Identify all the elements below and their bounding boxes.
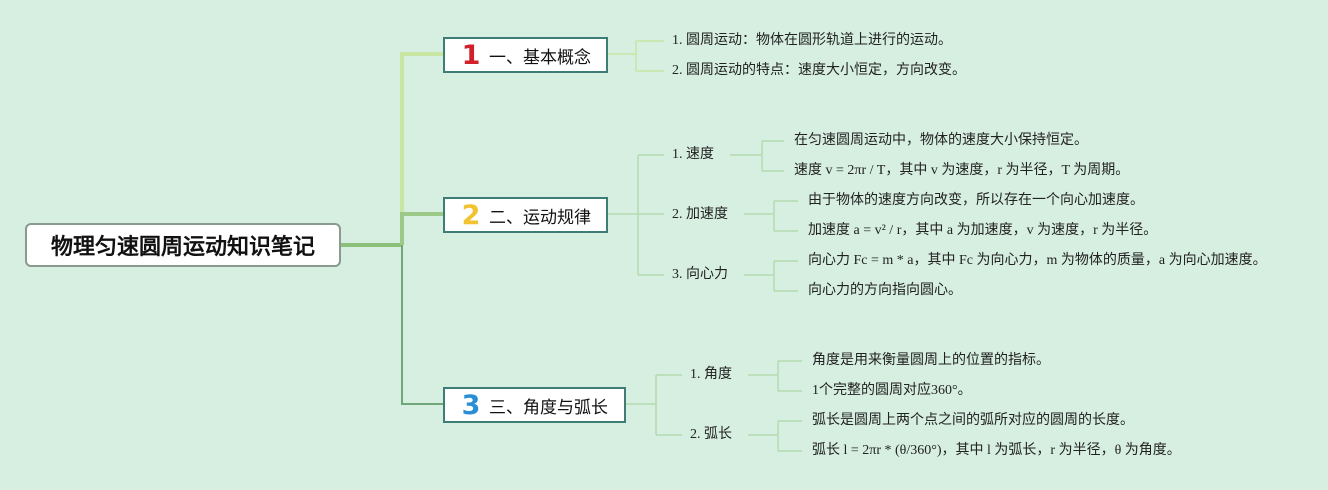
arc-definition-item[interactable]: 弧长是圆周上两个点之间的弧所对应的圆周的长度。 bbox=[812, 413, 1134, 428]
angle-connector bbox=[748, 360, 802, 392]
subtopic-acceleration[interactable]: 2. 加速度 bbox=[672, 207, 728, 222]
speed-formula-item[interactable]: 速度 v = 2πr / T，其中 v 为速度，r 为半径，T 为周期。 bbox=[794, 163, 1130, 178]
number-one-icon: 1 bbox=[461, 39, 481, 71]
branch3-connector bbox=[401, 245, 443, 405]
centripetal-direction-item[interactable]: 向心力的方向指向圆心。 bbox=[808, 283, 962, 298]
subtopic-angle[interactable]: 1. 角度 bbox=[690, 367, 732, 382]
subtopic-arc-length[interactable]: 2. 弧长 bbox=[690, 427, 732, 442]
branch-basic-concepts[interactable]: 1 一、基本概念 bbox=[443, 37, 608, 73]
arc-formula-item[interactable]: 弧长 l = 2πr * (θ/360°)，其中 l 为弧长，r 为半径，θ 为… bbox=[812, 443, 1181, 458]
branch-title: 二、运动规律 bbox=[489, 207, 591, 228]
branch-motion-laws[interactable]: 2 二、运动规律 bbox=[443, 197, 608, 233]
branch2-children-connector bbox=[608, 154, 664, 276]
number-three-icon: 3 bbox=[461, 389, 481, 421]
branch-title: 一、基本概念 bbox=[489, 47, 591, 68]
acceleration-connector bbox=[744, 200, 798, 232]
centripetal-connector bbox=[744, 260, 798, 292]
branch2-connector bbox=[400, 212, 443, 245]
number-two-icon: 2 bbox=[461, 199, 481, 231]
subtopic-centripetal-force[interactable]: 3. 向心力 bbox=[672, 267, 728, 282]
centripetal-formula-item[interactable]: 向心力 Fc = m * a，其中 Fc 为向心力，m 为物体的质量，a 为向心… bbox=[808, 253, 1267, 268]
root-topic[interactable]: 物理匀速圆周运动知识笔记 bbox=[25, 223, 341, 267]
angle-degree-item[interactable]: 1个完整的圆周对应360°。 bbox=[812, 383, 972, 398]
arc-connector bbox=[748, 420, 802, 452]
acceleration-item[interactable]: 由于物体的速度方向改变，所以存在一个向心加速度。 bbox=[808, 193, 1144, 208]
branch3-children-connector bbox=[626, 374, 682, 436]
acceleration-formula-item[interactable]: 加速度 a = v² / r，其中 a 为加速度，v 为速度，r 为半径。 bbox=[808, 223, 1158, 238]
topic-definition[interactable]: 1. 圆周运动：物体在圆形轨道上进行的运动。 bbox=[672, 33, 952, 48]
branch1-children-connector bbox=[608, 40, 664, 72]
speed-item[interactable]: 在匀速圆周运动中，物体的速度大小保持恒定。 bbox=[794, 133, 1088, 148]
branch1-connector bbox=[400, 52, 443, 245]
branch-title: 三、角度与弧长 bbox=[489, 397, 608, 418]
speed-connector bbox=[730, 140, 784, 172]
angle-item[interactable]: 角度是用来衡量圆周上的位置的指标。 bbox=[812, 353, 1050, 368]
subtopic-speed[interactable]: 1. 速度 bbox=[672, 147, 714, 162]
root-title: 物理匀速圆周运动知识笔记 bbox=[50, 235, 315, 260]
branch-angle-arc[interactable]: 3 三、角度与弧长 bbox=[443, 387, 626, 423]
topic-characteristics[interactable]: 2. 圆周运动的特点：速度大小恒定，方向改变。 bbox=[672, 63, 966, 78]
